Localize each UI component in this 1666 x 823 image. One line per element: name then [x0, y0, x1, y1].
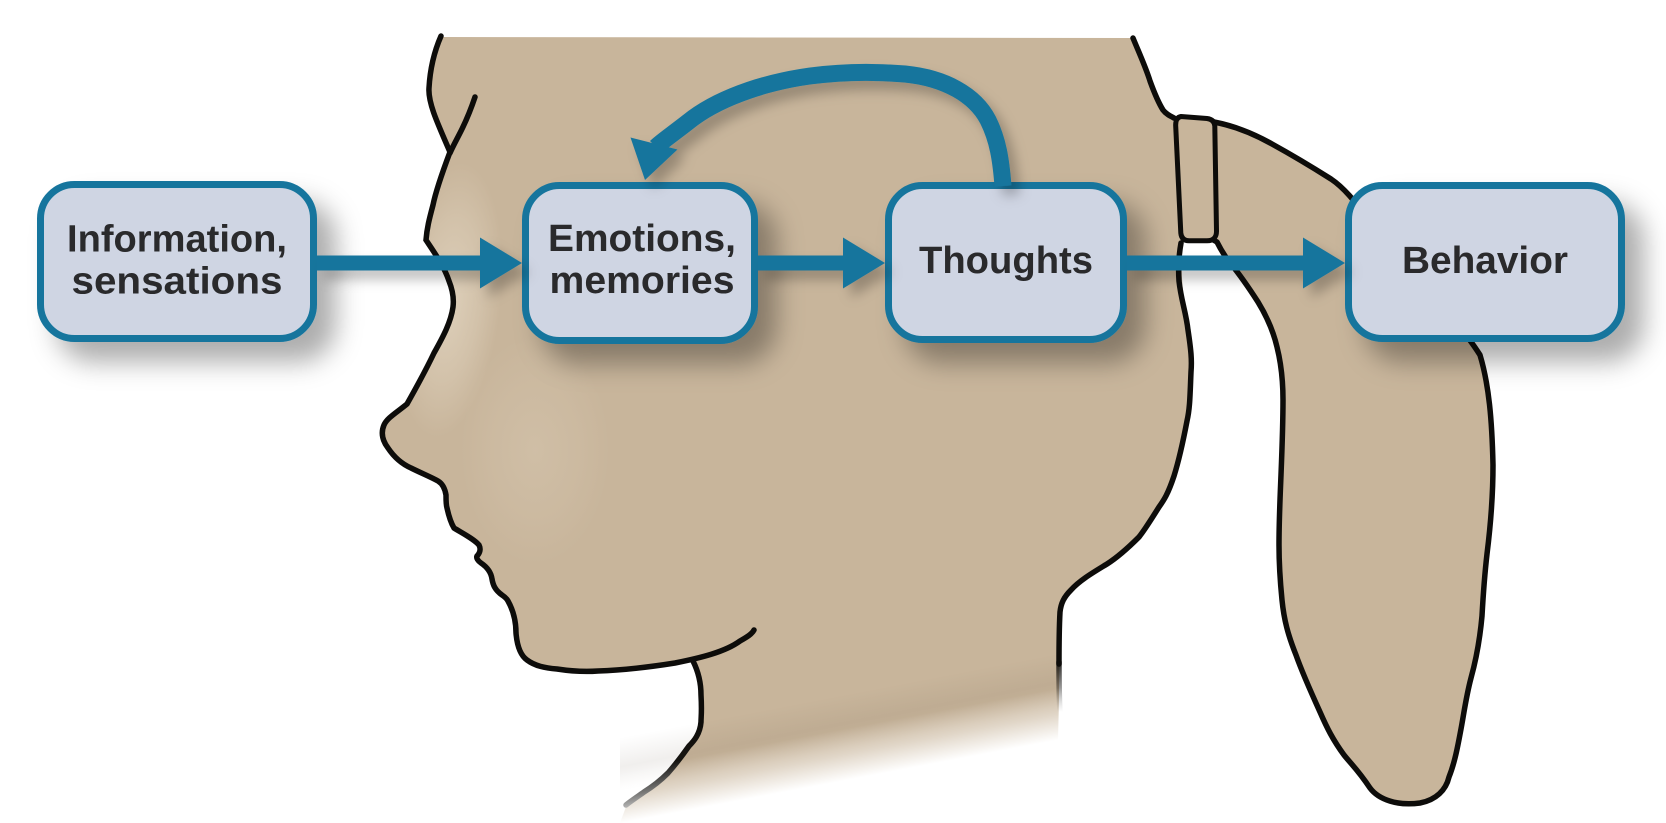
- svg-text:Thoughts: Thoughts: [919, 240, 1093, 282]
- svg-text:Information,: Information,: [67, 219, 287, 261]
- svg-text:sensations: sensations: [72, 261, 283, 303]
- svg-text:Emotions,: Emotions,: [548, 218, 736, 260]
- svg-text:memories: memories: [550, 260, 735, 302]
- svg-text:Behavior: Behavior: [1402, 240, 1568, 282]
